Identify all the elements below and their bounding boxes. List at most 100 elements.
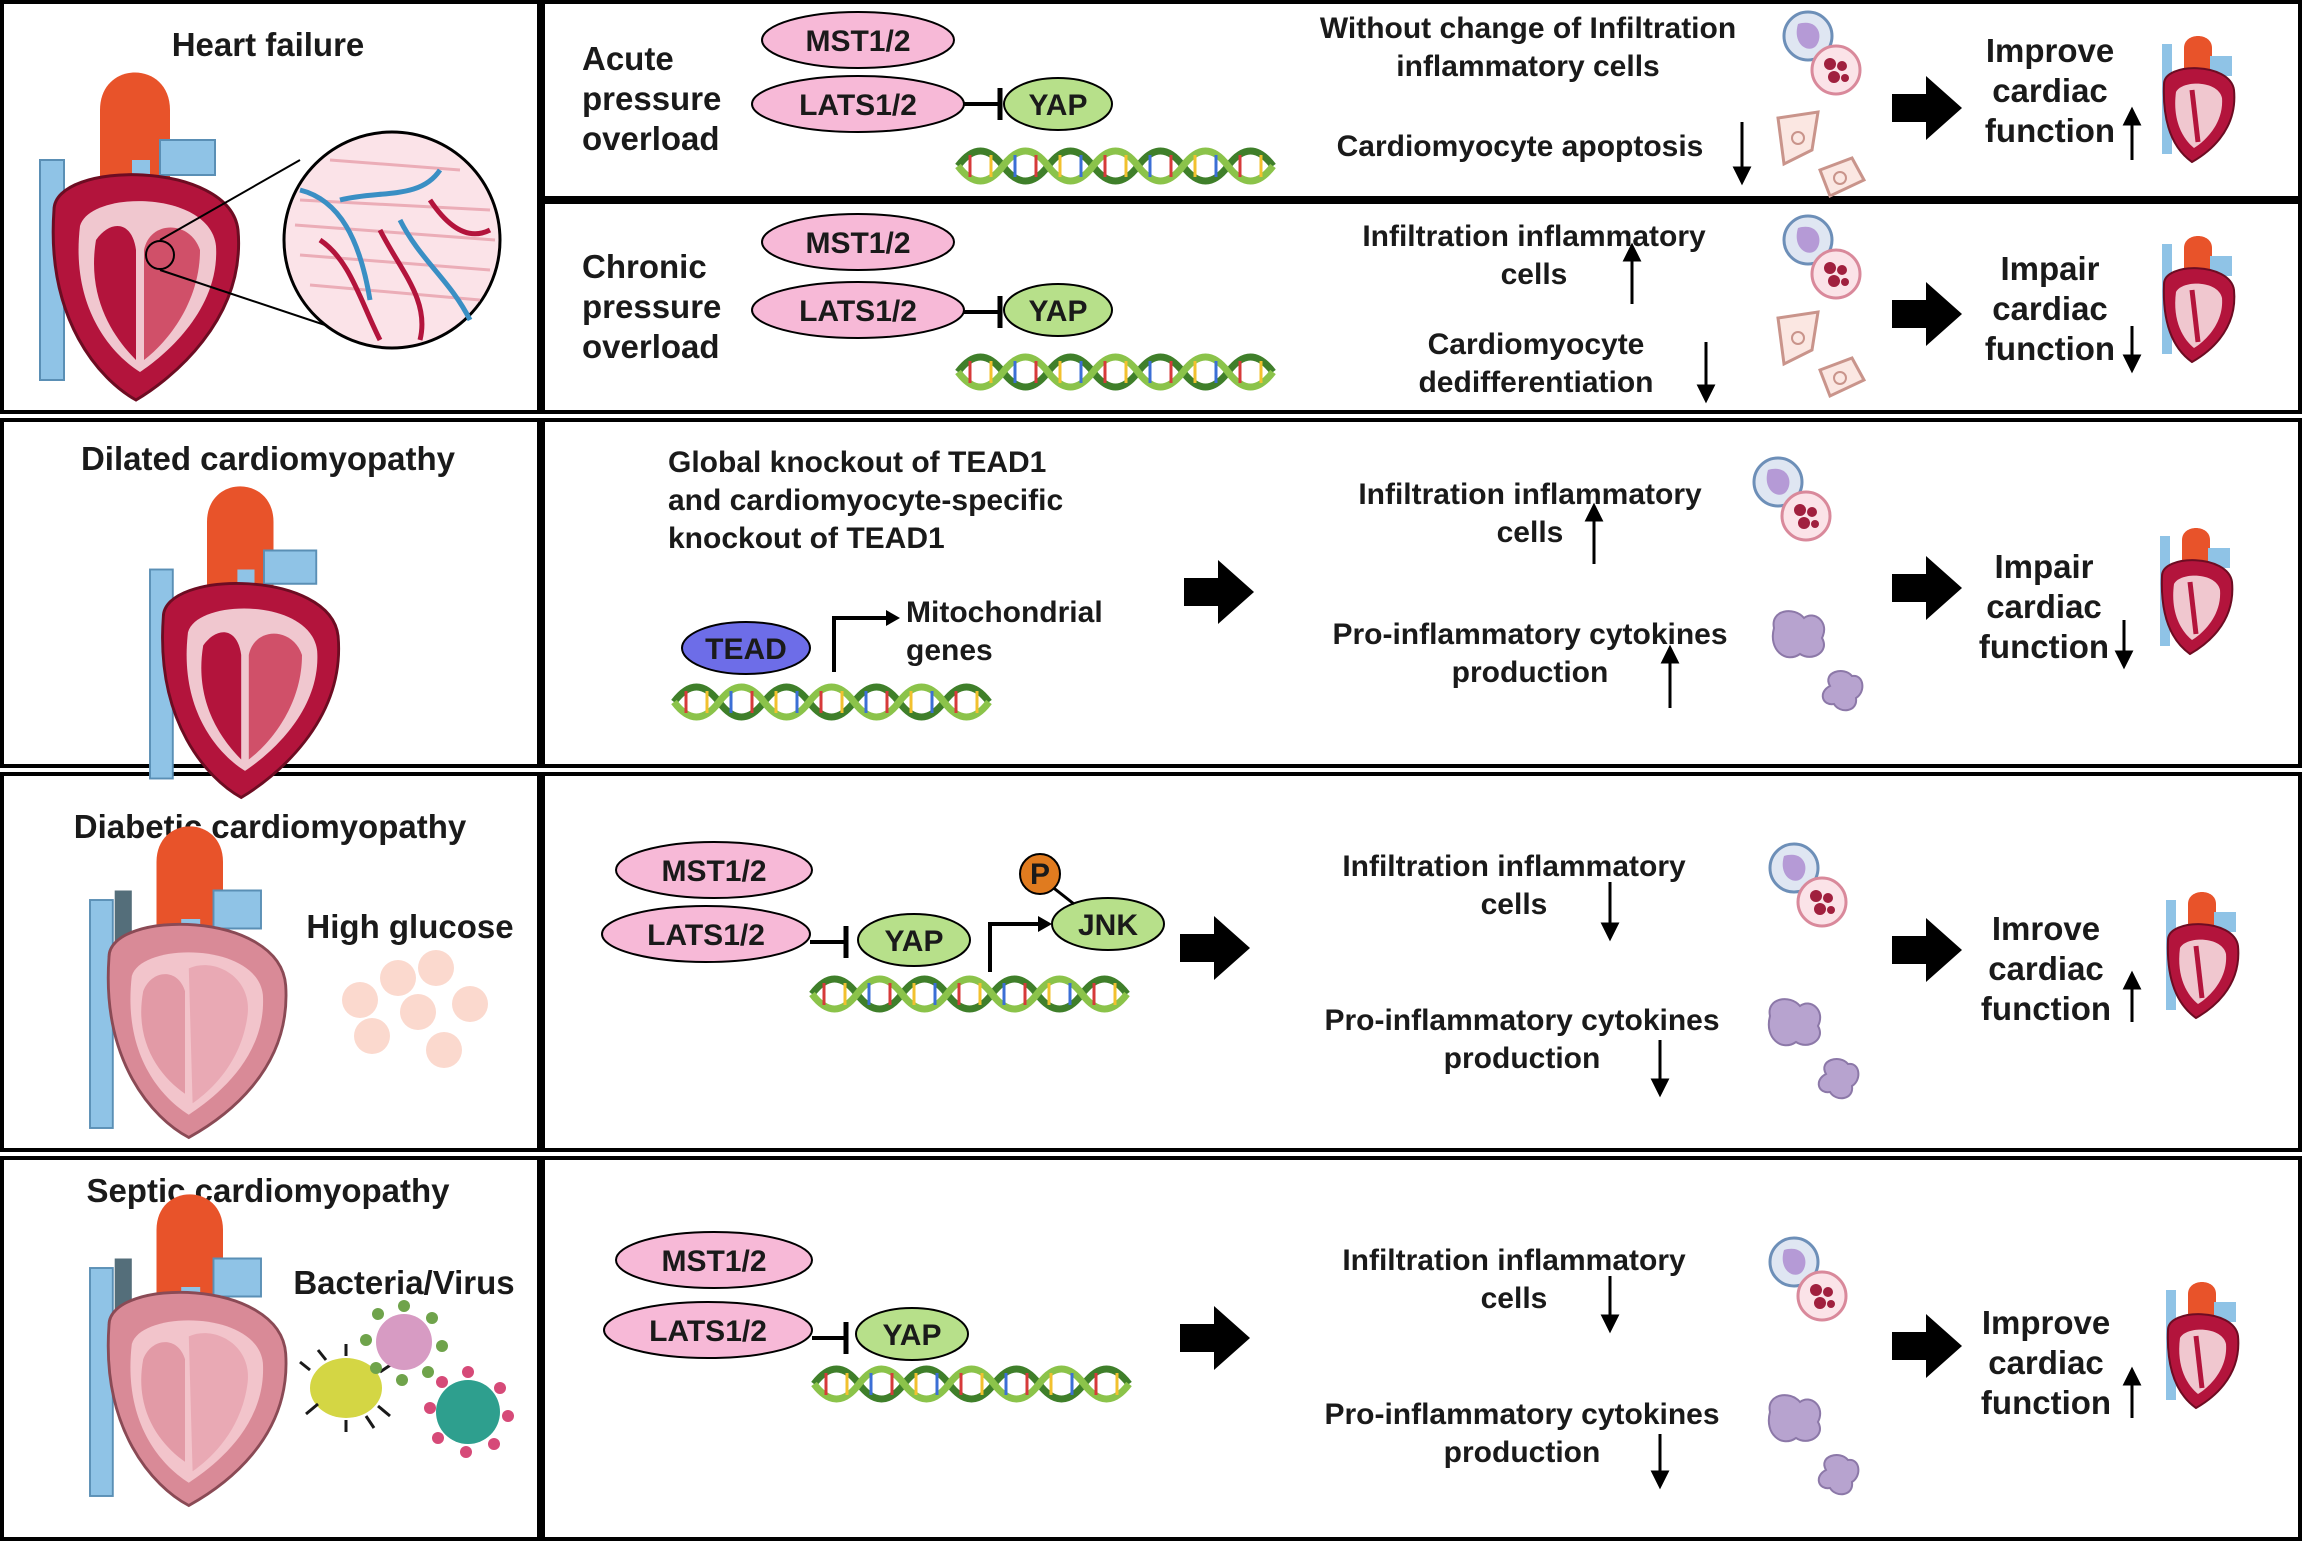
mst-oval	[615, 1231, 813, 1289]
effect-line-2: cells	[1481, 1282, 1548, 1315]
bacteria-icon	[299, 1344, 393, 1432]
myocardium-zoom-icon	[145, 130, 502, 350]
lats-label: LATS1/2	[647, 919, 765, 952]
effect-line-1: Infiltration inflammatory	[1362, 220, 1706, 253]
lats-oval	[603, 1301, 813, 1359]
effect-line-1: Infiltration inflammatory	[1342, 1244, 1686, 1277]
effect-line-1: Infiltration inflammatory	[1342, 850, 1686, 883]
dilated-title: Dilated cardiomyopathy	[81, 440, 456, 477]
outcome-line-3: function	[1981, 1384, 2111, 1421]
effect-line-3: Cardiomyocyte apoptosis	[1337, 130, 1704, 163]
cytokine-icon	[1771, 610, 1864, 712]
mst-label: MST1/2	[661, 855, 766, 888]
inflammatory-cell-icon	[1768, 1236, 1848, 1322]
block-arrow-icon	[1180, 916, 1250, 980]
outcome-line-1: Impair	[2000, 250, 2099, 287]
outcome-line-2: cardiac	[1988, 1344, 2104, 1381]
effect-line-3: Pro-inflammatory cytokines	[1324, 1398, 1719, 1431]
dna-helix-icon	[814, 1369, 1129, 1399]
acute-condition-line-2: pressure	[582, 80, 721, 117]
effect-line-4: dedifferentiation	[1418, 366, 1653, 399]
septic-title: Septic cardiomyopathy	[86, 1172, 450, 1209]
heart-icon	[88, 1192, 288, 1507]
chronic-condition-line-2: pressure	[582, 288, 721, 325]
inflammatory-cell-icon	[1752, 456, 1832, 542]
effect-line-2: cells	[1501, 258, 1568, 291]
heart-failure-title: Heart failure	[172, 26, 365, 63]
down-arrow-icon	[2114, 620, 2134, 670]
cytokine-icon	[1767, 1394, 1860, 1496]
up-arrow-icon	[2122, 1366, 2142, 1418]
transcription-arrow	[988, 922, 1044, 972]
jnk-oval	[1051, 897, 1165, 951]
outcome-line-2: cardiac	[1992, 72, 2108, 109]
mst-label: MST1/2	[805, 25, 910, 58]
knockout-line-3: knockout of TEAD1	[668, 522, 945, 555]
yap-label: YAP	[1029, 89, 1088, 122]
dna-helix-icon	[812, 979, 1127, 1009]
outcome-line-3: function	[1979, 628, 2109, 665]
heart-icon	[2166, 892, 2238, 1018]
acute-condition-line-3: overload	[582, 120, 720, 157]
heart-icon	[2162, 236, 2234, 362]
tead-oval	[681, 621, 811, 675]
up-arrow-icon	[2122, 106, 2142, 160]
yap-oval	[1003, 283, 1113, 337]
inflammatory-cell-icon	[1782, 10, 1862, 96]
effect-line-3: Cardiomyocyte	[1428, 328, 1645, 361]
acute-condition-line-1: Acute	[582, 40, 674, 77]
outcome-line-2: cardiac	[1992, 290, 2108, 327]
glucose-icon	[342, 950, 488, 1068]
virus-icon	[360, 1300, 514, 1458]
block-arrow-icon	[1180, 1306, 1250, 1370]
phosphate-label: P	[1030, 858, 1050, 891]
down-arrow-icon	[1600, 882, 1620, 942]
heart-icon	[2166, 1282, 2238, 1408]
outcome-line-1: Imrove	[1992, 910, 2100, 947]
heart-failure-row: Heart failure Acute pressure overload MS…	[38, 10, 2234, 404]
jnk-label: JNK	[1078, 909, 1138, 942]
dna-helix-icon	[958, 151, 1273, 181]
chronic-condition-line-1: Chronic	[582, 248, 707, 285]
effect-line-4: production	[1444, 1436, 1601, 1469]
outcome-line-1: Improve	[1982, 1304, 2110, 1341]
heart-icon	[2162, 36, 2234, 162]
yap-oval	[857, 913, 971, 967]
effect-line-2: inflammatory cells	[1396, 50, 1659, 83]
diabetic-title: Diabetic cardiomyopathy	[74, 808, 467, 845]
outcome-line-1: Impair	[1994, 548, 2093, 585]
mst-oval	[761, 213, 955, 271]
knockout-line-2: and cardiomyocyte-specific	[668, 484, 1063, 517]
heart-icon	[2160, 528, 2232, 654]
block-arrow-icon	[1892, 918, 1962, 982]
up-arrow-icon	[1584, 502, 1604, 564]
yap-label: YAP	[885, 925, 944, 958]
cytokine-icon	[1767, 998, 1860, 1100]
lats-label: LATS1/2	[649, 1315, 767, 1348]
up-arrow-icon	[1622, 242, 1642, 304]
acute-pressure-overload-panel: Acute pressure overload MST1/2 LATS1/2 Y…	[582, 10, 2234, 198]
effect-line-4: production	[1444, 1042, 1601, 1075]
block-arrow-icon	[1892, 282, 1962, 346]
cardiomyocyte-icon	[1776, 110, 1866, 198]
down-arrow-icon	[2122, 326, 2142, 374]
heart-icon	[38, 71, 241, 402]
lats-label: LATS1/2	[799, 295, 917, 328]
outcome-line-3: function	[1985, 330, 2115, 367]
dna-helix-icon	[674, 687, 989, 717]
down-arrow-icon	[1650, 1040, 1670, 1098]
outcome-line-3: function	[1981, 990, 2111, 1027]
mst-label: MST1/2	[661, 1245, 766, 1278]
effect-line-3: Pro-inflammatory cytokines	[1324, 1004, 1719, 1037]
down-arrow-icon	[1696, 342, 1716, 404]
yap-oval	[855, 1307, 969, 1361]
yap-label: YAP	[1029, 295, 1088, 328]
stimulus-label: High glucose	[306, 908, 513, 945]
down-arrow-icon	[1600, 1276, 1620, 1334]
tead-label: TEAD	[705, 633, 787, 666]
phosphate-circle	[1019, 853, 1061, 895]
up-arrow-icon	[2122, 970, 2142, 1022]
target-line-1: Mitochondrial	[906, 596, 1103, 629]
transcription-arrow	[832, 616, 892, 672]
